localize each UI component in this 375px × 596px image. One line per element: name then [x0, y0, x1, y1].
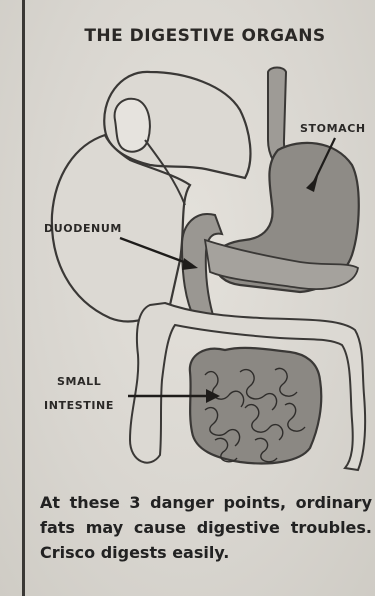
small-intestine-label-line1: SMALL: [57, 375, 101, 388]
gallbladder: [115, 99, 150, 152]
caption: At these 3 danger points, ordinary fats …: [40, 490, 372, 565]
duodenum-label: DUODENUM: [44, 222, 122, 235]
small-intestine-label-line2: INTESTINE: [44, 399, 114, 412]
stomach-label: STOMACH: [300, 122, 366, 135]
